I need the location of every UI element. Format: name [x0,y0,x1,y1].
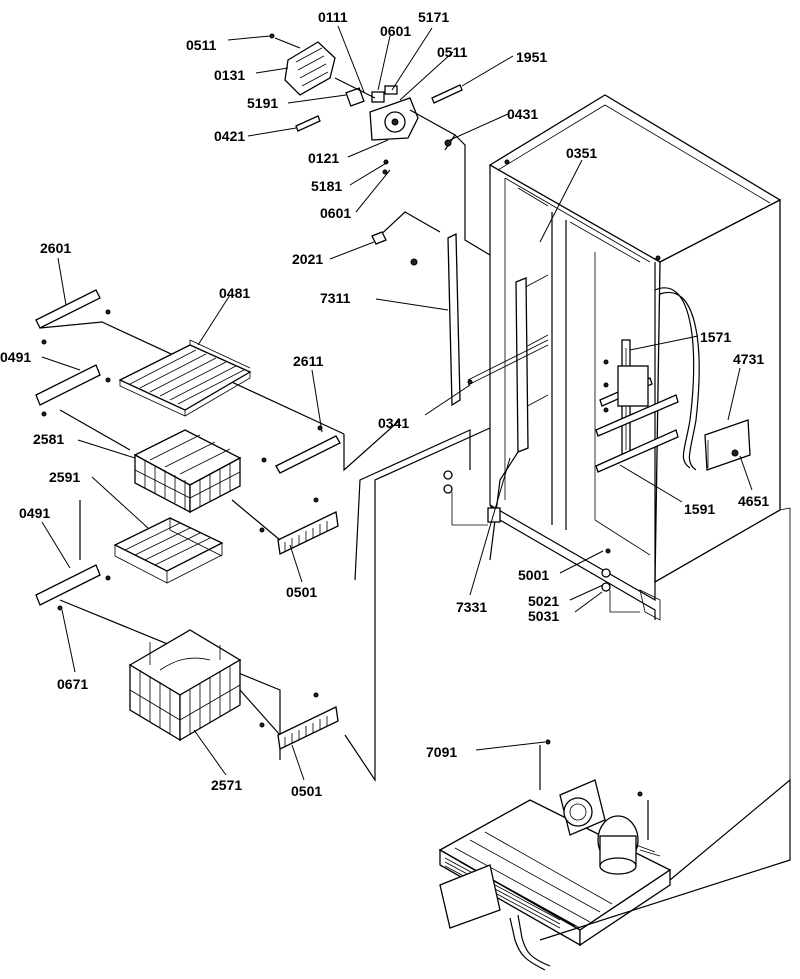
callout-0671: 0671 [57,676,88,692]
callout-1951: 1951 [516,49,547,65]
rail-0491-lower [35,500,281,760]
callout-0601b: 0601 [320,205,351,221]
callout-7331: 7331 [456,599,487,615]
callout-5181: 5181 [311,178,342,194]
leader-lines [41,25,753,781]
callout-0481: 0481 [219,285,250,301]
callout-0511b: 0511 [437,44,468,60]
rail-0501-upper [231,429,471,581]
callout-labels: 0511 0111 0601 5171 0511 1951 0131 5191 … [0,9,769,799]
callout-2021: 2021 [292,251,323,267]
rail-2601 [35,289,345,435]
rail-0501-lower [239,427,491,782]
callout-0501a: 0501 [286,584,317,600]
callout-0341: 0341 [378,415,409,431]
callout-0491b: 0491 [19,505,50,521]
callout-2611: 2611 [293,353,324,369]
basket-2571 [128,629,242,742]
callout-5191: 5191 [247,95,278,111]
trim-rail-7311 [447,232,461,407]
machine-compartment-7091 [438,739,791,971]
shelf-rail-1571 [595,339,679,473]
callout-0131: 0131 [214,67,245,83]
callout-0511a: 0511 [186,37,217,53]
basket-2581 [133,429,242,514]
evaporator-fan-assembly [269,33,491,256]
rail-2611 [261,419,401,474]
rail-0491-upper [35,364,131,451]
callout-0491a: 0491 [0,349,31,365]
callout-4731: 4731 [733,351,764,367]
callout-0601a: 0601 [380,23,411,39]
callout-2571: 2571 [211,777,242,793]
wire-shelf-0481 [118,339,252,417]
callout-1591: 1591 [684,501,715,517]
basket-2591 [113,517,224,584]
callout-1571: 1571 [700,329,731,345]
trim-rail-7331 [515,277,529,453]
callout-5171: 5171 [418,9,449,25]
refrigerator-cabinet [488,94,791,780]
callout-5001: 5001 [518,567,549,583]
callout-0121: 0121 [308,150,339,166]
callout-5021: 5021 [528,593,559,609]
callout-5031: 5031 [528,608,559,624]
callout-7091: 7091 [426,744,457,760]
callout-2581: 2581 [33,431,64,447]
callout-0351: 0351 [566,145,597,161]
cover-4731 [704,419,751,471]
callout-0111: 0111 [318,9,348,25]
water-tube [654,287,695,469]
callout-7311: 7311 [320,290,351,306]
callout-4651: 4651 [738,493,769,509]
callout-0431: 0431 [507,106,538,122]
callout-2591: 2591 [49,469,80,485]
callout-2601: 2601 [40,240,71,256]
callout-0501b: 0501 [291,783,322,799]
callout-0421: 0421 [214,128,245,144]
